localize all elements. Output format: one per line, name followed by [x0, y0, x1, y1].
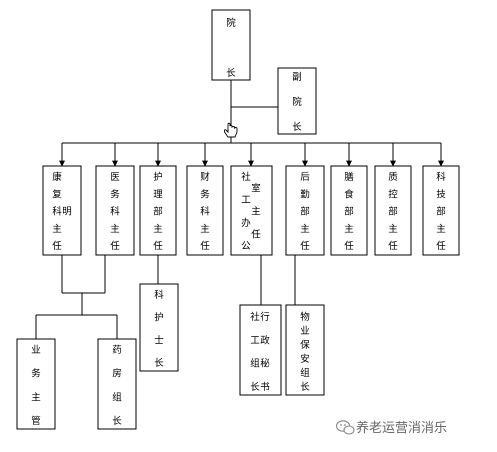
hand-cursor-icon [223, 122, 238, 138]
node-sub-head-nurse: 科护士长 [139, 283, 179, 372]
label: 药房组长 [112, 345, 122, 427]
connectors [35, 80, 444, 339]
label: 康复科主任明 [52, 171, 72, 252]
label: 社工办公室主任 [241, 171, 261, 252]
label: 副院长 [292, 72, 302, 133]
label: 医务科主任 [110, 172, 120, 252]
label: 膳食部主任 [344, 171, 354, 252]
node-sub-business: 业务主管 [16, 338, 56, 430]
node-dept-logistics: 后勤部主任 [285, 165, 325, 256]
label: 院长 [226, 17, 236, 79]
node-dept-technology: 科技部主任 [422, 165, 460, 256]
label: 物业保安组长 [300, 311, 310, 393]
node-dept-quality: 质控部主任 [374, 165, 412, 256]
node-dept-finance: 财务科主任 [186, 165, 224, 256]
node-sub-social-admin: 社工组长行政秘书 [239, 304, 282, 396]
label: 科技部主任 [436, 171, 446, 252]
node-dept-nursing: 护理部主任 [139, 165, 177, 256]
label: 质控部主任 [388, 171, 398, 252]
node-sub-property-security: 物业保安组长 [285, 304, 325, 396]
label: 业务主管 [31, 345, 41, 427]
label: 科护士长 [154, 289, 164, 369]
label: 财务科主任 [200, 171, 210, 252]
node-dept-catering: 膳食部主任 [330, 165, 368, 256]
watermark: 养老运营消消乐 [335, 420, 447, 436]
wechat-icon [335, 420, 355, 435]
node-vice-president: 副院长 [277, 67, 317, 135]
node-dept-social-work: 社工办公室主任 [230, 165, 273, 256]
label: 后勤部主任 [300, 172, 310, 252]
watermark-text: 养老运营消消乐 [356, 420, 447, 436]
label: 社工组长行政秘书 [250, 311, 270, 393]
node-dept-rehab: 康复科主任明 [42, 165, 82, 256]
label: 护理部主任 [153, 171, 163, 252]
node-sub-pharmacy: 药房组长 [97, 338, 137, 430]
node-dept-medical: 医务科主任 [95, 165, 135, 256]
node-president: 院长 [211, 9, 251, 81]
